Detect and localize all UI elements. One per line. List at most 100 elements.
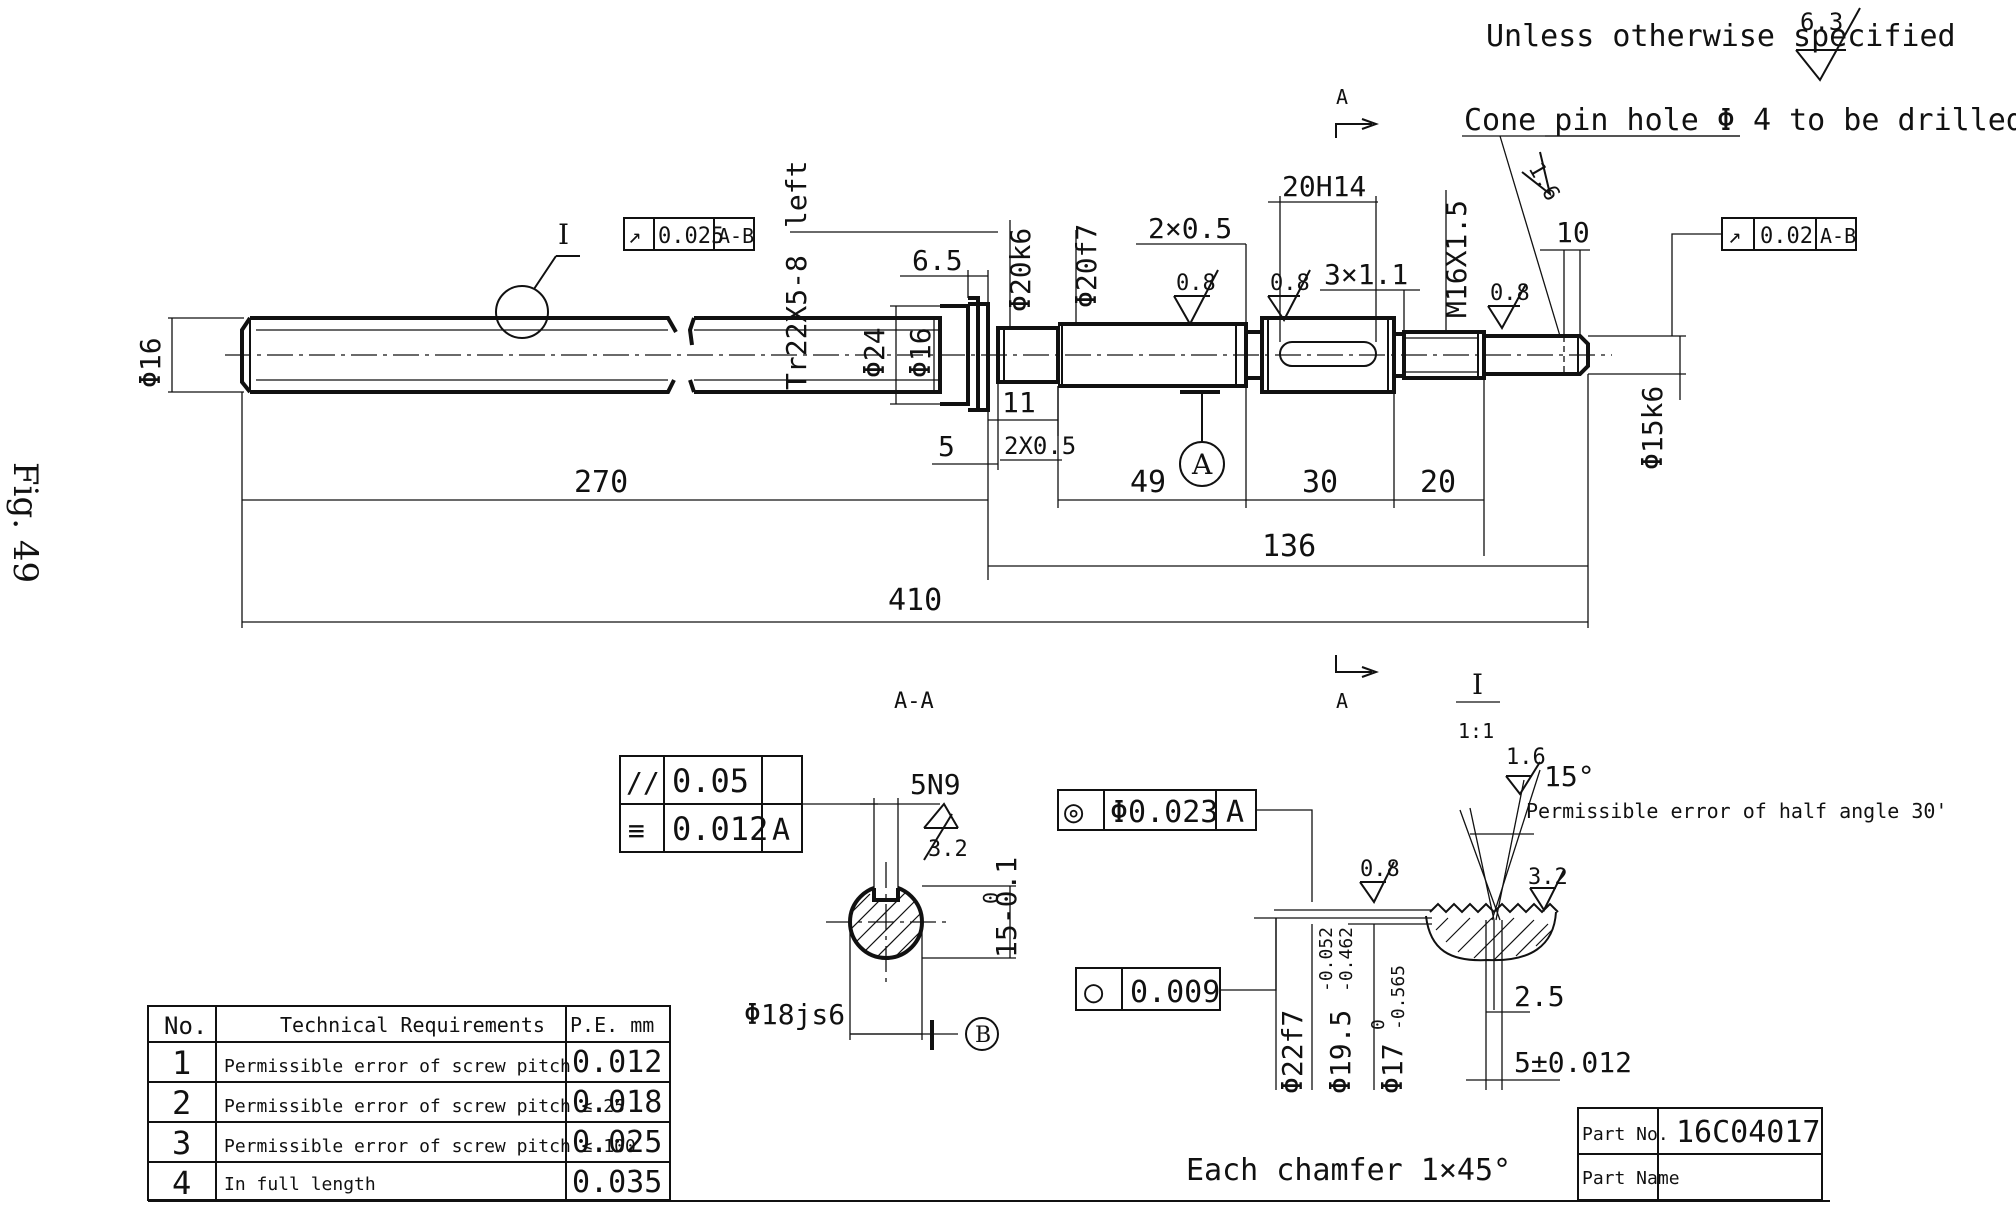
dim-20-text: 20 (1420, 465, 1456, 500)
detail-roughness-flank: 0.8 (1359, 857, 1400, 904)
unless-specified-note: Unless otherwise specified (1486, 19, 1956, 54)
thread-callout: Tr22X5-8 (780, 255, 813, 390)
runout-frame-left: ↗ 0.025 A-B (623, 217, 755, 251)
section-mark-top: A (1335, 85, 1379, 138)
section-view (826, 862, 946, 982)
tech-requirements-table: No. Technical Requirements P.E. mm 1 Per… (147, 1005, 671, 1202)
detail-title: I (1472, 668, 1483, 701)
section-mark-bottom: A (1335, 655, 1379, 713)
table-row-3-req: Permissible error of screw pitch ≤ 100 (224, 1136, 636, 1157)
detail-roughness-crest-text: 3.2 (1528, 865, 1568, 890)
dim-270-text: 270 (574, 465, 628, 500)
roughness-r3-text: 0.8 (1490, 281, 1530, 306)
depth-dim-text: 15-0.1 (990, 857, 1023, 958)
thread-direction: left (780, 161, 813, 228)
dim-2x05-top-text: 2×0.5 (1148, 212, 1232, 245)
part-no-value: 16C04017 (1676, 1115, 1821, 1150)
detail-angle-text: 15° (1544, 760, 1595, 793)
section-tolerance-frame: // 0.05 ≡ 0.012 A (619, 755, 803, 853)
detail-d195-tol-lo: -0.462 (1336, 927, 1357, 992)
long-dimensions: 270 49 30 20 136 410 (241, 374, 1589, 628)
detail-d22f7-text: Φ22f7 (1276, 1010, 1309, 1094)
runout-left-datum: A-B (718, 224, 754, 248)
dim-d15k6-text: Φ15k6 (1636, 386, 1669, 470)
section-roughness-text: 3.2 (928, 837, 968, 862)
datum-b-symbol: B (850, 1017, 999, 1051)
roughness-r2: 0.8 (1267, 269, 1311, 322)
runout-frame-right: ↗ 0.02 A-B (1671, 217, 1857, 336)
table-header-no: No. (164, 1012, 207, 1040)
chamfer-note: Each chamfer 1×45° (1186, 1153, 1511, 1188)
dim-d16-mid-text: Φ16 (904, 327, 937, 378)
table-header-pe: P.E. mm (570, 1013, 654, 1037)
detail-d195-tol-hi: -0.052 (1316, 927, 1337, 992)
detail-callout-label: I (558, 218, 569, 251)
concentric-value: Φ0.023 (1110, 795, 1218, 830)
circularity-value: 0.009 (1130, 975, 1220, 1010)
depth-dim-hi: 0 (979, 892, 1003, 904)
table-row-2-pe: 0.018 (572, 1085, 662, 1120)
dim-136-text: 136 (1262, 529, 1316, 564)
section-roughness: 3.2 (923, 802, 968, 862)
dim-6.5-text: 6.5 (912, 244, 963, 277)
roughness-r3: 0.8 (1487, 281, 1530, 330)
dim-20h14-text: 20H14 (1282, 170, 1366, 203)
runout-right-symbol: ↗ (1728, 224, 1741, 249)
parallel-symbol: // (626, 766, 660, 799)
dim-2x05-bottom-text: 2X0.5 (1004, 432, 1076, 460)
dim-m16-text: M16X1.5 (1440, 200, 1473, 318)
concentric-datum: A (1226, 795, 1244, 830)
runout-left-symbol: ↗ (628, 224, 641, 249)
detail-callout-I: I (495, 218, 580, 339)
title-block: Part No. 16C04017 Part Name (1577, 1107, 1823, 1201)
detail-roughness-top-text: 1.6 (1506, 745, 1546, 770)
cone-pin-note: Cone pin hole Φ 4 to be drilled during a… (1464, 103, 2016, 138)
dim-d24-text: Φ24 (858, 327, 891, 378)
part-no-label: Part No. (1582, 1124, 1669, 1145)
circularity-frame: ○ 0.009 (1075, 918, 1277, 1011)
roughness-r1: 0.8 (1173, 269, 1219, 327)
detail-pitch-text: 5±0.012 (1514, 1046, 1632, 1079)
parallel-value: 0.05 (672, 762, 749, 800)
table-row-4-req: In full length (224, 1174, 376, 1195)
roughness-r4-text: 1.6 (1523, 159, 1565, 206)
table-row-2-no: 2 (172, 1084, 191, 1122)
detail-pitch-half-text: 2.5 (1514, 980, 1565, 1013)
dim-d16-left: Φ16 (134, 317, 244, 393)
datum-b-label: B (975, 1023, 991, 1048)
table-row-1-no: 1 (172, 1044, 191, 1082)
symmetry-datum: A (772, 813, 790, 848)
table-row-4-no: 4 (172, 1164, 191, 1202)
roughness-symbol-general: 6.3 (1795, 7, 1861, 82)
roughness-r2-text: 0.8 (1270, 271, 1310, 296)
dim-49-text: 49 (1130, 465, 1166, 500)
roughness-value-general: 6.3 (1800, 8, 1843, 36)
dim-30-text: 30 (1302, 465, 1338, 500)
dim-d16-left-text: Φ16 (134, 337, 167, 388)
datum-a-label: A (1191, 448, 1213, 481)
dim-d20f7-text: Φ20f7 (1070, 224, 1103, 308)
figure-label: Fig. 49 (5, 462, 45, 583)
table-row-3-no: 3 (172, 1124, 191, 1162)
symmetry-symbol: ≡ (628, 814, 645, 847)
table-row-1-pe: 0.012 (572, 1045, 662, 1080)
dim-5-text: 5 (938, 430, 955, 463)
detail-d17-text: Φ17 (1376, 1043, 1409, 1094)
detail-d195-text: Φ19.5 (1324, 1010, 1357, 1094)
symmetry-value: 0.012 (672, 810, 768, 848)
dim-410-text: 410 (888, 583, 942, 618)
detail-roughness-crest: 3.2 (1528, 865, 1568, 913)
detail-d17-tol-lo: -0.565 (1388, 965, 1409, 1030)
roughness-r1-text: 0.8 (1176, 271, 1216, 296)
detail-view (1254, 769, 1559, 1090)
table-row-3-pe: 0.025 (572, 1125, 662, 1160)
detail-roughness-flank-text: 0.8 (1360, 857, 1400, 882)
half-angle-note: Permissible error of half angle 30' (1526, 799, 1947, 823)
dim-d20k6-text: Φ20k6 (1004, 228, 1037, 312)
shaft-main-view (225, 296, 1612, 412)
table-row-2-req: Permissible error of screw pitch ≤ 25 (224, 1096, 625, 1117)
table-header-req: Technical Requirements (280, 1013, 545, 1037)
concentric-frame: ◎ Φ0.023 A (1057, 789, 1313, 902)
part-name-label: Part Name (1582, 1168, 1680, 1189)
